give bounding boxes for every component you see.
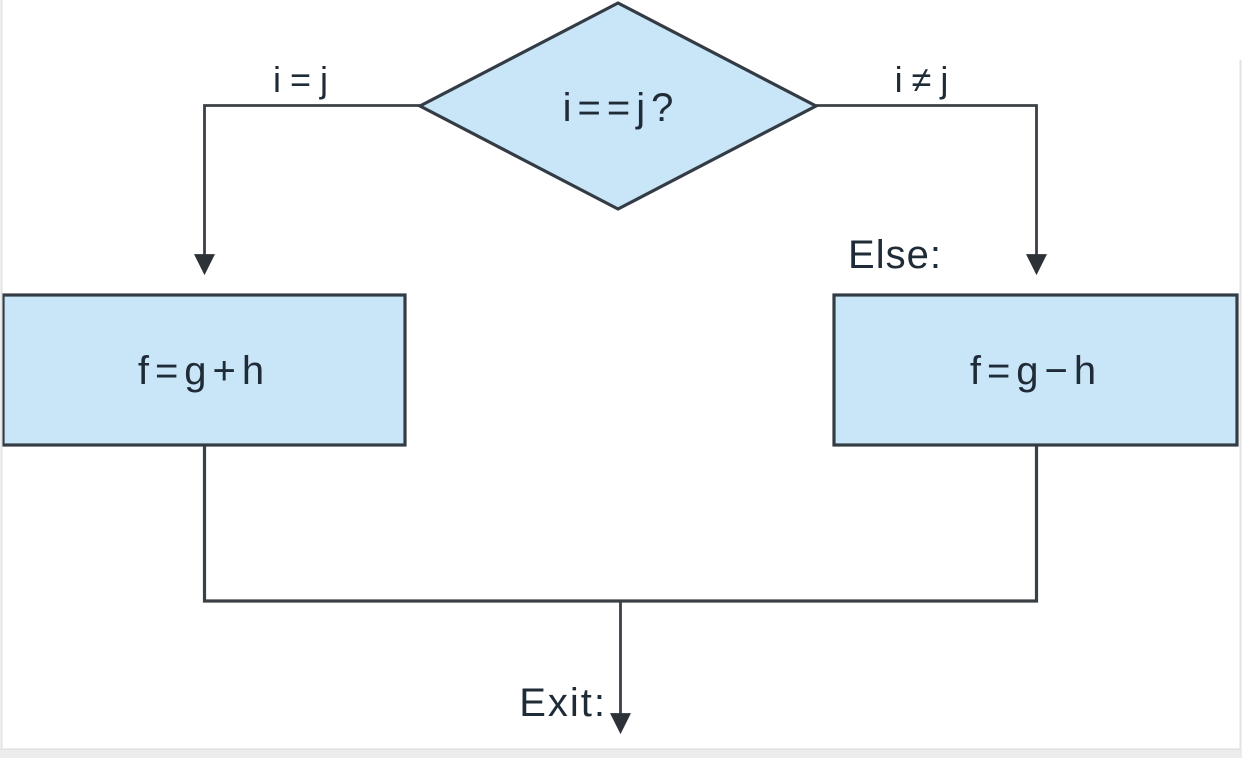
footer-strip bbox=[0, 749, 1242, 758]
exit-annotation-label: Exit: bbox=[519, 681, 607, 725]
branch-false-label: i≠j bbox=[895, 59, 958, 100]
else-annotation-label: Else: bbox=[848, 233, 942, 277]
decision-label: i==j? bbox=[563, 86, 680, 130]
branch-true-label: i=j bbox=[273, 59, 337, 100]
then-box-label: f=g+h bbox=[138, 349, 270, 393]
connector-false-branch bbox=[816, 104, 1047, 276]
else-box bbox=[832, 293, 1239, 447]
decision-diamond bbox=[416, 1, 820, 211]
connector-true-branch bbox=[194, 104, 420, 276]
then-box bbox=[1, 293, 407, 447]
else-box-label: f=g−h bbox=[970, 349, 1102, 393]
